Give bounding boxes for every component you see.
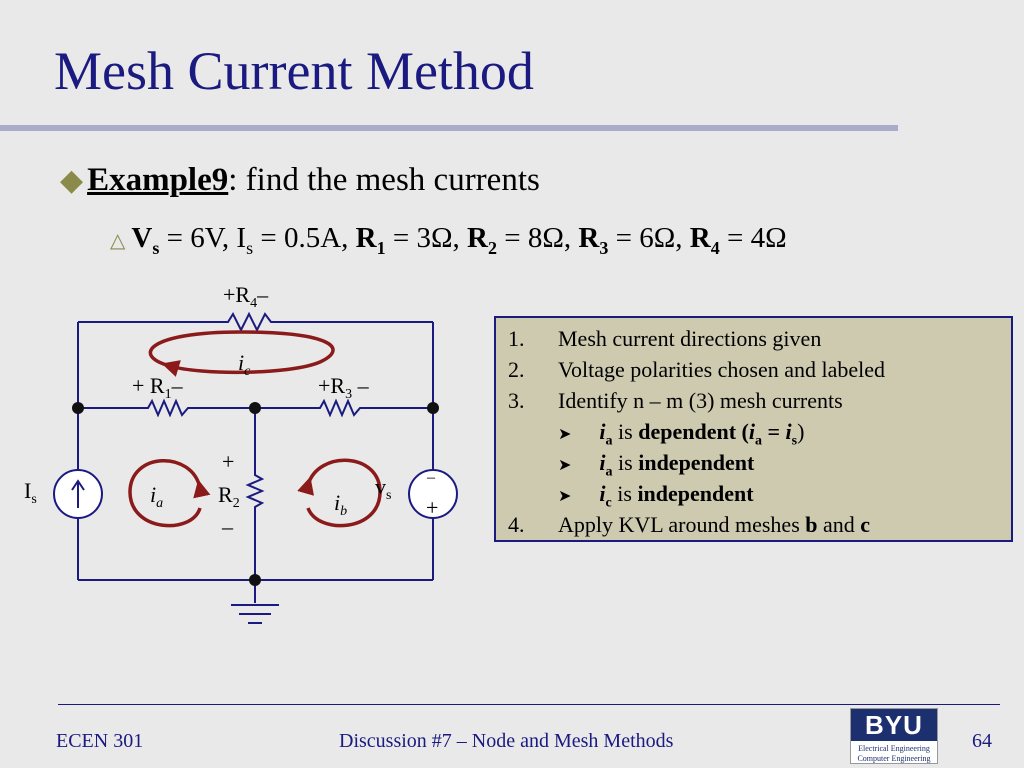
example-label: Example9 xyxy=(87,162,229,198)
bullet-example: ◆Example9: find the mesh currents xyxy=(60,162,540,199)
footer-divider xyxy=(58,704,1000,705)
byu-logo: BYU Electrical Engineering Computer Engi… xyxy=(850,708,938,764)
sub-item-ia-dependent: ➤ia is dependent (ia = is) xyxy=(558,419,805,449)
node-right xyxy=(427,402,439,414)
page-number: 64 xyxy=(972,730,992,752)
ia-label: ia xyxy=(150,482,163,511)
checkmark-arrow-icon: ➤ xyxy=(558,426,572,443)
r4-label: +R4– xyxy=(223,282,269,311)
r3-subscript: 3 xyxy=(599,237,609,258)
checkmark-arrow-icon: ➤ xyxy=(558,488,572,505)
ground-icon xyxy=(231,580,279,624)
vs-bottom-sign: + xyxy=(426,495,438,520)
r4-value: = 4Ω xyxy=(719,222,787,254)
r4-subscript: 4 xyxy=(710,237,720,258)
vs-subscript: s xyxy=(152,237,160,258)
node-left xyxy=(72,402,84,414)
r4-symbol: R xyxy=(689,222,711,254)
r3-symbol: R xyxy=(578,222,600,254)
vs-value: = 6V, xyxy=(159,222,237,254)
sub-item-ic-independent: ➤ic is independent xyxy=(558,481,754,511)
ic-label: ic xyxy=(238,350,251,379)
slide-title: Mesh Current Method xyxy=(54,41,534,101)
checkmark-arrow-icon: ➤ xyxy=(558,457,572,474)
example-text: : find the mesh currents xyxy=(228,162,540,198)
circuit-diagram: +R4– + R1– +R3 – + R2 – Is vs – + ic ia … xyxy=(24,282,458,624)
r1-label: + R1– xyxy=(132,373,184,402)
r2-subscript: 2 xyxy=(488,237,497,258)
vs-symbol: V xyxy=(131,222,153,254)
mesh-ic-arrow xyxy=(148,330,335,377)
node-mid xyxy=(249,402,261,414)
ib-label: ib xyxy=(334,490,347,519)
footer-course: ECEN 301 xyxy=(56,730,144,752)
is-label: Is xyxy=(24,478,37,507)
is-value: = 0.5A, xyxy=(253,222,356,254)
r2-value: = 8Ω, xyxy=(497,222,579,254)
r2-label: R2 xyxy=(218,482,240,511)
is-symbol: I xyxy=(236,222,247,254)
r2-wire xyxy=(245,408,265,580)
vs-label: vs xyxy=(375,474,391,503)
r3-value: = 6Ω, xyxy=(608,222,690,254)
is-subscript: s xyxy=(246,237,254,258)
bullet-given-values: △Vs = 6V, Is = 0.5A, R1 = 3Ω, R2 = 8Ω, R… xyxy=(110,222,787,259)
r3-label: +R3 – xyxy=(318,373,370,402)
sub-item-ia-independent: ➤ia is independent xyxy=(558,450,755,480)
r2-plus: + xyxy=(222,449,234,474)
r1-symbol: R xyxy=(355,222,377,254)
r1-subscript: 1 xyxy=(376,237,386,258)
r1-value: = 3Ω, xyxy=(385,222,468,254)
r2-symbol: R xyxy=(467,222,488,254)
mesh-ia-arrow xyxy=(128,459,211,528)
mesh-ib-arrow xyxy=(297,458,382,528)
node-bottom xyxy=(249,574,261,586)
vs-top-sign: – xyxy=(426,469,436,486)
r2-minus: – xyxy=(221,514,234,539)
diamond-bullet-icon: ◆ xyxy=(60,164,84,197)
footer-center-text: Discussion #7 – Node and Mesh Methods xyxy=(339,730,674,752)
title-divider xyxy=(0,125,898,131)
arrow-bullet-icon: △ xyxy=(110,230,126,252)
voltage-source-icon xyxy=(408,469,458,519)
top-wire xyxy=(78,311,433,333)
steps-box: 1. Mesh current directions given 2. Volt… xyxy=(494,316,1013,542)
